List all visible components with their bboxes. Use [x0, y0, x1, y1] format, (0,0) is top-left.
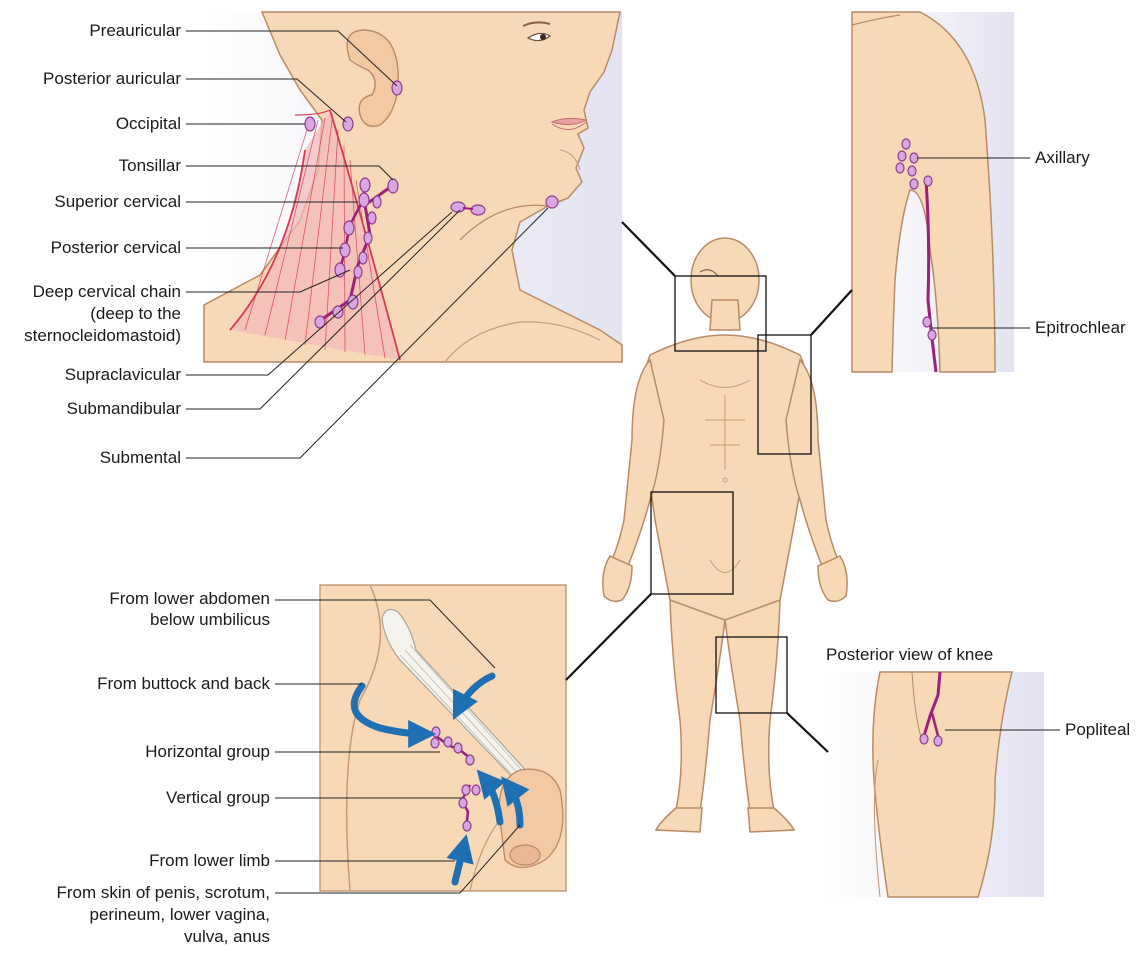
label-skin-line3: vulva, anus — [184, 927, 270, 946]
label-supraclavicular: Supraclavicular — [64, 365, 181, 384]
callout-connectors — [565, 221, 853, 753]
label-submental: Submental — [99, 448, 181, 467]
label-occipital: Occipital — [115, 114, 181, 133]
leader-lines — [186, 30, 1060, 894]
label-superior-cervical: Superior cervical — [54, 192, 181, 211]
label-knee-title: Posterior view of knee — [826, 645, 994, 664]
arm-panel — [851, 11, 1014, 373]
label-popliteal: Popliteal — [1065, 720, 1131, 739]
label-deep-cervical-line2: (deep to the — [90, 304, 181, 323]
label-deep-cervical-line1: Deep cervical chain — [32, 282, 181, 301]
neck-nodes — [304, 80, 559, 329]
label-preauricular: Preauricular — [89, 21, 181, 40]
label-vertical-group: Vertical group — [166, 788, 270, 807]
flow-arrows — [350, 672, 530, 886]
label-deep-cervical-line3: sternocleidomastoid) — [24, 326, 181, 345]
groin-nodes — [430, 726, 481, 832]
label-skin-line1: From skin of penis, scrotum, — [56, 883, 270, 902]
label-tonsillar: Tonsillar — [118, 156, 181, 175]
label-posterior-cervical: Posterior cervical — [50, 238, 181, 257]
label-skin-line2: perineum, lower vagina, — [89, 905, 270, 924]
label-posterior-auricular: Posterior auricular — [43, 69, 181, 88]
arm-nodes — [895, 138, 937, 341]
knee-nodes — [919, 733, 943, 747]
label-buttock: From buttock and back — [97, 674, 270, 693]
label-horizontal-group: Horizontal group — [145, 742, 270, 761]
head-neck-panel — [203, 11, 623, 363]
label-lower-abdomen-line2: below umbilicus — [150, 610, 270, 629]
label-submandibular: Submandibular — [66, 399, 181, 418]
label-epitrochlear: Epitrochlear — [1035, 318, 1126, 337]
body-figure — [602, 237, 848, 833]
body-details — [699, 379, 751, 573]
label-lower-limb: From lower limb — [149, 851, 270, 870]
label-axillary: Axillary — [1035, 148, 1090, 167]
groin-panel — [319, 584, 567, 892]
callout-boxes — [650, 275, 812, 714]
label-lower-abdomen-line1: From lower abdomen — [109, 589, 270, 608]
knee-panel — [828, 671, 1044, 898]
